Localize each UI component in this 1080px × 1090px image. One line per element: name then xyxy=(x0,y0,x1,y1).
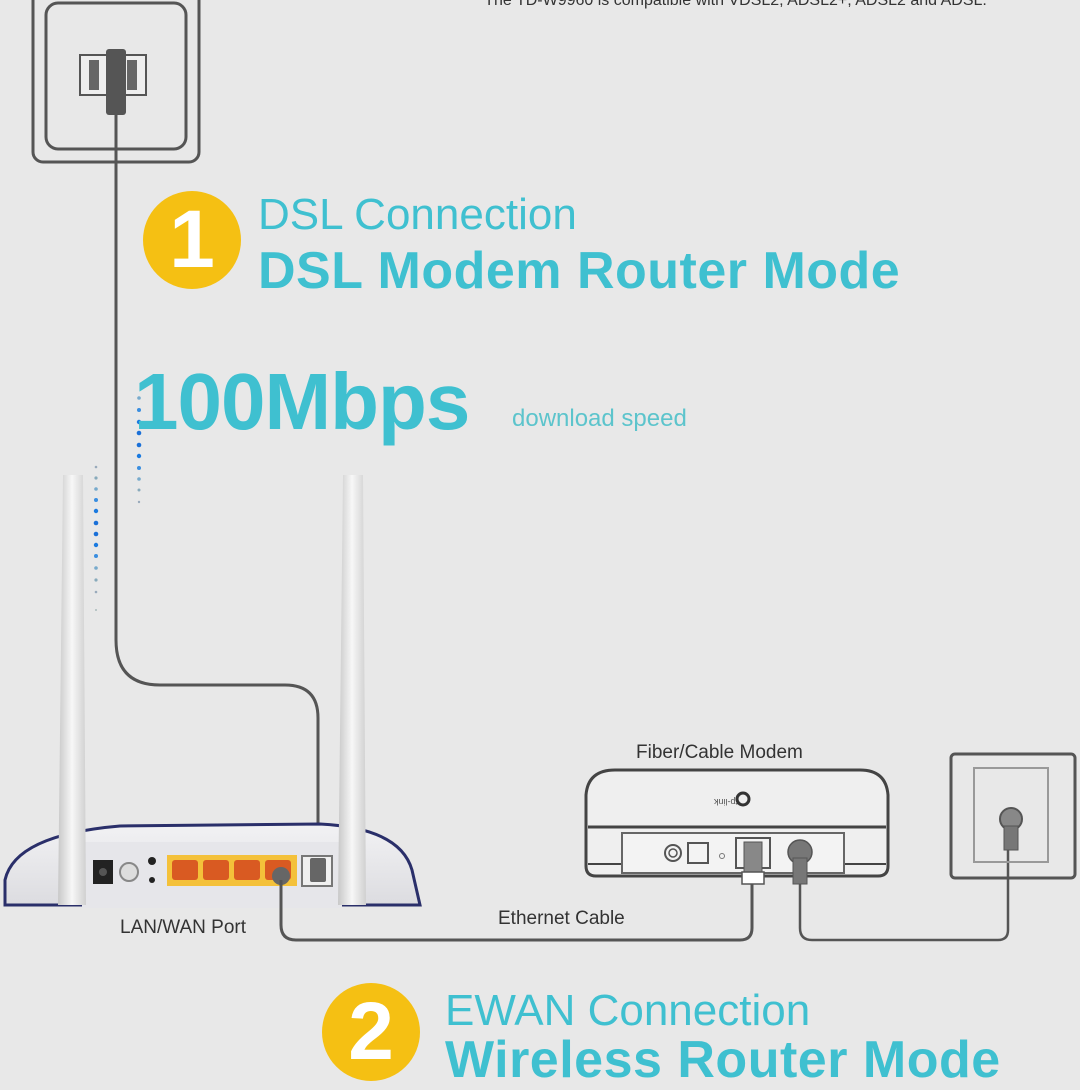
fiber-cable-modem-label: Fiber/Cable Modem xyxy=(636,742,803,763)
dsl-modem-router-mode-title: DSL Modem Router Mode xyxy=(258,242,901,300)
step-1-badge: 1 xyxy=(143,191,241,289)
wireless-router-mode-title: Wireless Router Mode xyxy=(445,1031,1001,1089)
modem-icon: tp-link xyxy=(584,768,890,885)
compatibility-footnote: *The TD-W9960 is compatible with VDSL2, … xyxy=(478,0,987,9)
ethernet-cable xyxy=(279,880,754,942)
wifi-signal-dots-icon xyxy=(93,396,142,611)
dsl-cable xyxy=(114,115,320,860)
dsl-connection-title: DSL Connection xyxy=(258,190,577,239)
coax-wall-outlet-icon xyxy=(949,752,1077,880)
speed-caption: download speed xyxy=(512,405,687,432)
svg-text:tp-link: tp-link xyxy=(713,797,738,807)
router-icon xyxy=(3,475,422,908)
lan-wan-port-label: LAN/WAN Port xyxy=(120,917,246,938)
step-2-badge: 2 xyxy=(322,983,420,1081)
ethernet-cable-label: Ethernet Cable xyxy=(498,908,625,929)
ewan-connection-title: EWAN Connection xyxy=(445,986,811,1035)
speed-value: 100Mbps xyxy=(134,357,470,446)
coax-cable xyxy=(798,848,1010,942)
